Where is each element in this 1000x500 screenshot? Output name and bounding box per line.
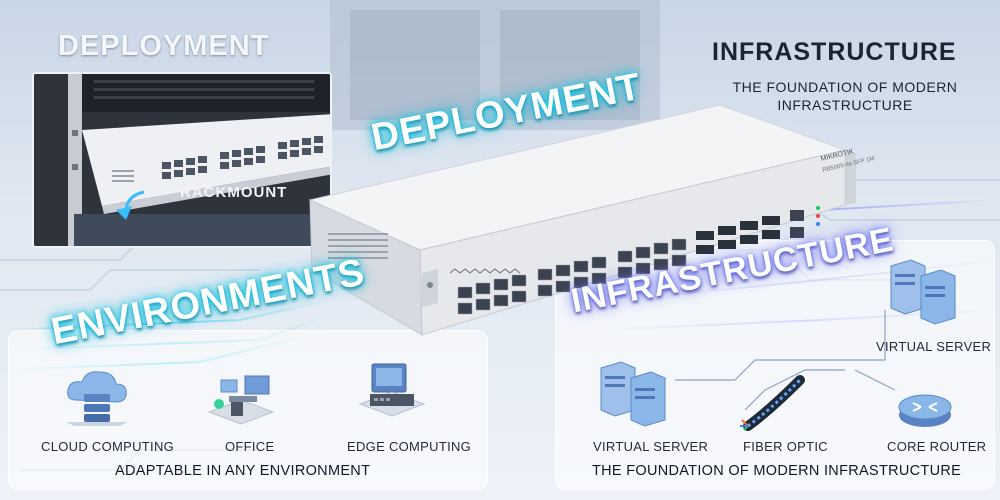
server-icon (890, 259, 956, 325)
rackmount-label: RACKMOUNT (180, 184, 288, 201)
rack-illustration (34, 74, 330, 246)
infrastructure-subtitle: THE FOUNDATION OF MODERN INFRASTRUCTURE (732, 79, 958, 113)
infra-item-router-label: CORE ROUTER (887, 439, 987, 454)
server-icon (600, 361, 666, 427)
env-item-edge-label: EDGE COMPUTING (347, 439, 472, 454)
infrastructure-heading: INFRASTRUCTURE (712, 38, 957, 66)
network-switch (308, 104, 856, 336)
router-icon (898, 394, 952, 427)
edge-device-icon (358, 363, 426, 417)
fiber-cable-icon (740, 375, 805, 431)
infra-item-fiber-label: FIBER OPTIC (743, 439, 828, 454)
infra-item-server-label: VIRTUAL SERVER (593, 439, 709, 454)
cloud-server-icon (66, 371, 128, 426)
infra-item-server-2-label: VIRTUAL SERVER (876, 339, 992, 354)
rackmount-photo: RACKMOUNT (32, 72, 332, 248)
env-item-cloud-label: CLOUD COMPUTING (41, 439, 175, 454)
environments-caption: ADAPTABLE IN ANY ENVIRONMENT (115, 463, 371, 479)
office-desk-icon (207, 375, 275, 425)
network-links (675, 310, 896, 410)
infrastructure-caption: THE FOUNDATION OF MODERN INFRASTRUCTURE (592, 463, 962, 479)
deployment-heading: DEPLOYMENT (58, 30, 270, 62)
env-item-office-label: OFFICE (225, 439, 275, 454)
